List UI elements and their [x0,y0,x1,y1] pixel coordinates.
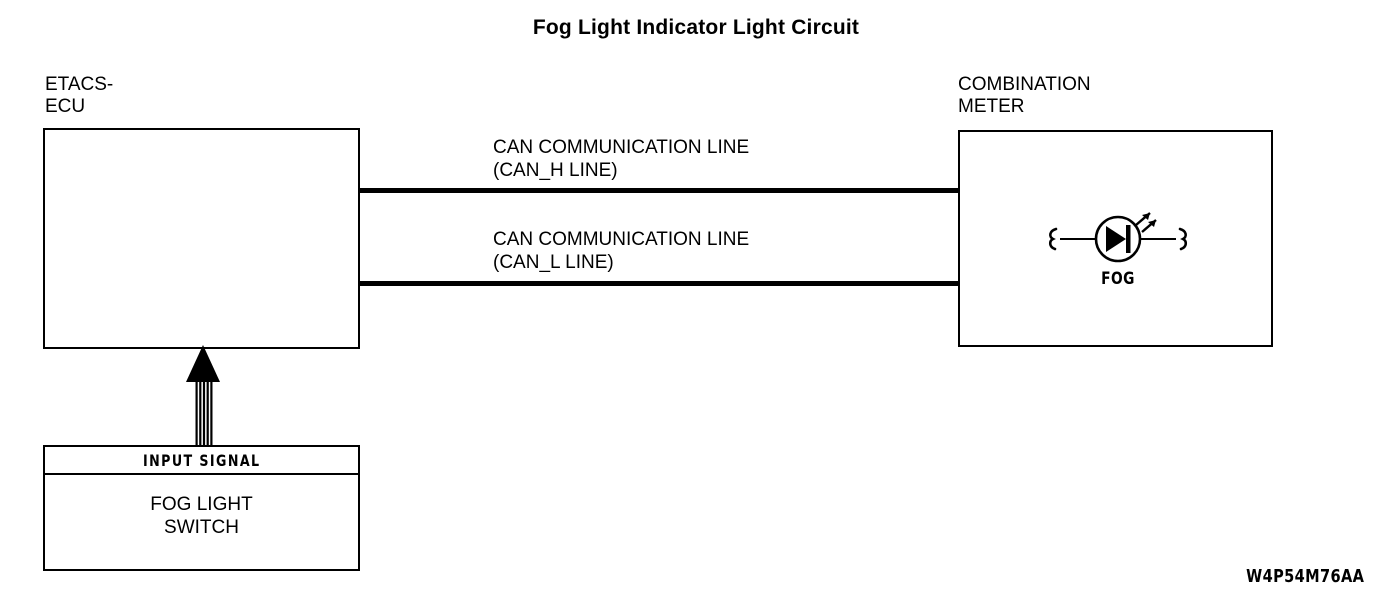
ecu-label: ETACS- ECU [45,74,114,117]
fog-indicator-symbol: FOG [1042,207,1194,291]
drawing-code: W4P54M76AA [1245,566,1364,587]
combination-meter-box: FOG [958,130,1273,347]
input-signal-header: INPUT SIGNAL [45,447,358,475]
fog-light-switch-box: INPUT SIGNAL FOG LIGHT SWITCH [43,445,360,571]
fog-light-switch-body: FOG LIGHT SWITCH [45,475,358,539]
can-high-caption: CAN COMMUNICATION LINE (CAN_H LINE) [493,137,750,181]
led-icon [1048,212,1188,263]
fog-indicator-label: FOG [1101,269,1135,289]
page-title: Fog Light Indicator Light Circuit [532,16,860,39]
fog-light-switch-label: FOG LIGHT SWITCH [150,494,253,538]
combination-meter-label: COMBINATION METER [958,74,1091,117]
input-signal-header-label: INPUT SIGNAL [142,450,261,470]
can-low-caption: CAN COMMUNICATION LINE (CAN_L LINE) [493,229,750,273]
can-low-line [360,281,959,286]
input-signal-arrow-icon [185,343,223,447]
can-high-line [360,188,959,193]
up-arrow-icon [186,345,220,447]
ecu-box [43,128,360,349]
